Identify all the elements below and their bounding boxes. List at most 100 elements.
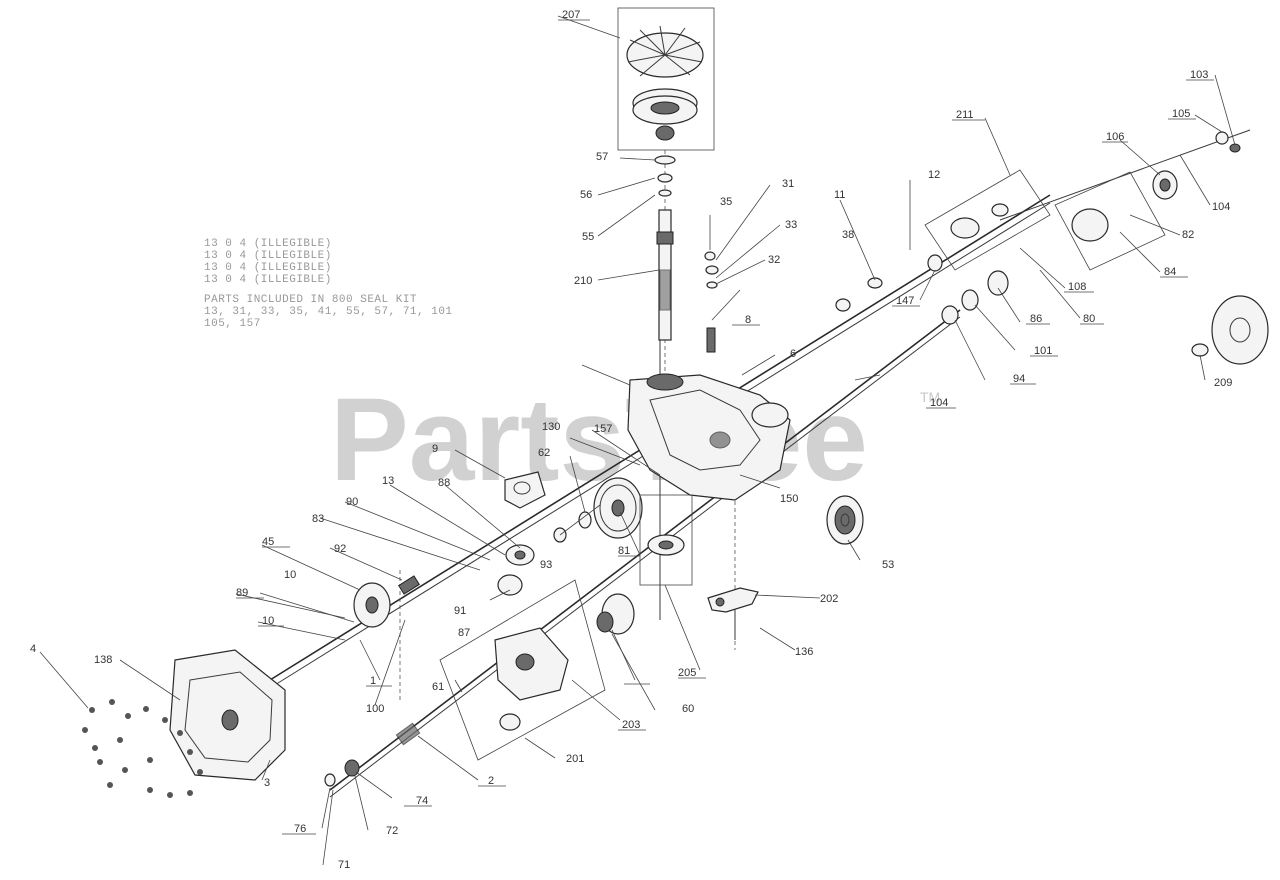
callout-130: 130: [542, 421, 560, 433]
callout-2: 2: [488, 775, 494, 787]
bearing-86: [987, 270, 1009, 296]
housing-right-boss: [751, 402, 789, 428]
watermark-text: PartsTree: [330, 374, 868, 506]
callouts: 207 57 56 55 210 35 31 33 32 11 12 211 1…: [30, 9, 1232, 871]
lower-box-201: [439, 579, 606, 761]
seal-91: [497, 574, 523, 596]
lower-center-box: [639, 494, 693, 586]
right-shaft-extension: [999, 129, 1251, 221]
left-housing-detail: [184, 671, 273, 763]
callout-136: 136: [795, 646, 813, 658]
callout-4: 4: [30, 643, 36, 655]
callout-101: 101: [1034, 345, 1052, 357]
callout-209: 209: [1214, 377, 1232, 389]
lower-axle-shaft: [329, 309, 961, 791]
callout-104-center: 104: [930, 397, 948, 409]
washer-90-hole: [514, 550, 526, 560]
ring-35: [704, 251, 716, 261]
input-shaft-stack: [654, 155, 676, 341]
callout-147: 147: [896, 295, 914, 307]
callout-88: 88: [438, 477, 450, 489]
drive-pulley: [632, 88, 698, 125]
callout-205: 205: [678, 667, 696, 679]
callout-32: 32: [768, 254, 780, 266]
callout-92: 92: [334, 543, 346, 555]
callout-56: 56: [580, 189, 592, 201]
callout-9: 9: [432, 443, 438, 455]
lower-center-stack: [639, 494, 693, 586]
callout-8: 8: [745, 314, 751, 326]
washer-76: [324, 773, 336, 787]
right-bearing-104: [1071, 208, 1109, 242]
control-stack: [398, 251, 943, 595]
callout-103: 103: [1190, 69, 1208, 81]
housing-detail: [649, 389, 761, 471]
pump-block-60-face: [596, 611, 614, 633]
input-spline: [659, 269, 671, 311]
callout-76: 76: [294, 823, 306, 835]
washer-105: [1215, 131, 1229, 145]
callout-53: 53: [882, 559, 894, 571]
cooling-fan: [626, 25, 704, 78]
ring-55: [658, 189, 672, 197]
right-gear-211a: [950, 217, 980, 239]
housing-bolts: [82, 699, 203, 798]
callout-210: 210: [574, 275, 592, 287]
fan-pulley-assembly: [617, 7, 715, 151]
left-housing-port: [221, 709, 239, 731]
right-box-211: [924, 169, 1051, 271]
callout-1: 1: [370, 675, 376, 687]
gear-81: [593, 477, 643, 539]
callout-62: 62: [538, 447, 550, 459]
charge-pump-hub: [658, 540, 674, 550]
callout-82: 82: [1182, 229, 1194, 241]
housing-body: [627, 374, 791, 501]
ring-31: [705, 265, 719, 275]
ring-33: [706, 281, 718, 289]
gear-87-hub: [365, 596, 379, 614]
bearing-74: [344, 759, 360, 777]
spline-coupler-2: [395, 722, 421, 746]
seal-101: [961, 289, 979, 311]
fan-pulley-box: [617, 7, 715, 151]
note-line-7: 105, 157: [204, 318, 261, 330]
callout-12: 12: [928, 169, 940, 181]
spring-92: [398, 575, 420, 595]
callout-86: 86: [1030, 313, 1042, 325]
callout-157: 157: [594, 423, 612, 435]
callout-202: 202: [820, 593, 838, 605]
callout-6: 6: [790, 348, 796, 360]
note-line-5: PARTS INCLUDED IN 800 SEAL KIT: [204, 294, 417, 306]
input-bearing: [656, 231, 674, 245]
callout-11: 11: [834, 189, 845, 201]
right-box-104: [1054, 171, 1166, 271]
note-line-1: 13 0 4 (ILLEGIBLE): [204, 238, 332, 250]
callout-10-upper: 10: [284, 569, 296, 581]
control-pin: [706, 327, 716, 353]
callout-93: 93: [540, 559, 552, 571]
callout-81: 81: [618, 545, 630, 557]
callout-211: 211: [956, 109, 974, 121]
wheel-hub-209: [1211, 295, 1269, 365]
motor-housing-port: [515, 653, 535, 671]
seal-12: [835, 298, 851, 312]
callout-108: 108: [1068, 281, 1086, 293]
callout-38: 38: [842, 229, 854, 241]
callout-105: 105: [1172, 108, 1190, 120]
note-line-2: 13 0 4 (ILLEGIBLE): [204, 250, 332, 262]
callout-83: 83: [312, 513, 324, 525]
callout-71: 71: [338, 859, 350, 871]
housing-center-port: [709, 431, 731, 449]
note-line-6: 13, 31, 33, 35, 41, 55, 57, 71, 101: [204, 306, 453, 318]
housing-top-port: [646, 373, 684, 391]
callout-91: 91: [454, 605, 466, 617]
callout-61: 61: [432, 681, 444, 693]
callout-45: 45: [262, 536, 274, 548]
left-parts: [169, 471, 635, 787]
center-housing: [627, 373, 791, 501]
callout-13: 13: [382, 475, 394, 487]
callout-74: 74: [416, 795, 428, 807]
callout-90: 90: [346, 496, 358, 508]
seal-201a: [499, 713, 521, 731]
callout-35: 35: [720, 196, 732, 208]
